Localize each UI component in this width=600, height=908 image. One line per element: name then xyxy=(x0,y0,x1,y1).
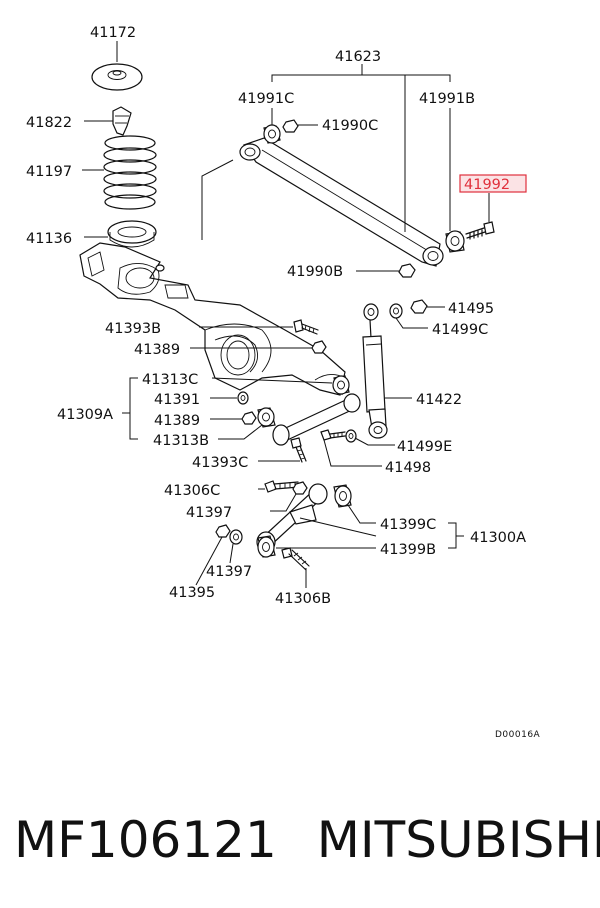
nut-41990c xyxy=(282,119,299,133)
label-41822[interactable]: 41822 xyxy=(26,115,72,131)
label-41395[interactable]: 41395 xyxy=(169,585,215,601)
spring-pad xyxy=(107,220,157,248)
drawing-code: D00016A xyxy=(495,730,541,740)
label-41313c[interactable]: 41313C xyxy=(142,372,198,388)
label-41991b[interactable]: 41991B xyxy=(419,91,475,107)
part-caption: MF106121 MITSUBISHI xyxy=(14,800,600,880)
label-41389-lower[interactable]: 41389 xyxy=(154,413,200,429)
bolt-41498 xyxy=(320,429,346,441)
label-41498[interactable]: 41498 xyxy=(385,460,431,476)
washer-41499c xyxy=(389,303,403,319)
bushing-41399c xyxy=(333,484,352,508)
parts-diagram: 41172 41822 41197 41136 41623 41991C 419… xyxy=(26,25,541,740)
label-41172[interactable]: 41172 xyxy=(90,25,136,41)
washer-41397-lower xyxy=(229,529,243,545)
highlight-box-41992 xyxy=(459,174,527,193)
label-41990b[interactable]: 41990B xyxy=(287,264,343,280)
bushing-41399b xyxy=(257,535,276,558)
bushing-41313c xyxy=(332,375,350,395)
label-41309a[interactable]: 41309A xyxy=(57,407,113,423)
label-41397-upper[interactable]: 41397 xyxy=(186,505,232,521)
bushing-41991b xyxy=(445,230,465,253)
bushing-41991c xyxy=(263,124,281,144)
bolt-41306b xyxy=(281,547,310,571)
label-41623[interactable]: 41623 xyxy=(335,49,381,65)
label-41313b[interactable]: 41313B xyxy=(153,433,209,449)
washer-41499e xyxy=(345,429,357,443)
label-41397-lower[interactable]: 41397 xyxy=(206,564,252,580)
label-41499e[interactable]: 41499E xyxy=(397,439,452,455)
spring-seat-upper xyxy=(91,63,143,91)
label-41393b[interactable]: 41393B xyxy=(105,321,161,337)
label-41197[interactable]: 41197 xyxy=(26,164,72,180)
bushing-41313b xyxy=(257,407,276,428)
label-41990c[interactable]: 41990C xyxy=(322,118,378,134)
label-41393c[interactable]: 41393C xyxy=(192,455,248,471)
label-41391[interactable]: 41391 xyxy=(154,392,200,408)
brand-name: MITSUBISHI xyxy=(316,811,600,869)
label-41992[interactable]: 41992 xyxy=(464,177,510,193)
label-41300a[interactable]: 41300A xyxy=(470,530,526,546)
label-41399b[interactable]: 41399B xyxy=(380,542,436,558)
label-41306b[interactable]: 41306B xyxy=(275,591,331,607)
nut-41389-upper xyxy=(311,340,327,354)
bolt-41992 xyxy=(465,221,495,240)
nut-41397-upper xyxy=(292,481,308,495)
part-number: MF106121 xyxy=(14,811,277,869)
nut-41389-lower xyxy=(241,411,257,425)
lateral-rod xyxy=(272,393,361,446)
rear-axle-housing xyxy=(79,242,346,396)
label-41306c[interactable]: 41306C xyxy=(164,483,220,499)
label-41495[interactable]: 41495 xyxy=(448,301,494,317)
shock-absorber xyxy=(362,303,388,439)
coil-spring xyxy=(103,135,157,210)
bolt-41393c xyxy=(290,437,307,463)
label-41136[interactable]: 41136 xyxy=(26,231,72,247)
label-41499c[interactable]: 41499C xyxy=(432,322,488,338)
nut-41495 xyxy=(410,299,428,314)
nut-41395 xyxy=(215,524,231,538)
label-41991c[interactable]: 41991C xyxy=(238,91,294,107)
nut-41990b xyxy=(398,263,416,278)
label-41399c[interactable]: 41399C xyxy=(380,517,436,533)
washer-41391 xyxy=(237,391,249,405)
bump-stopper xyxy=(112,106,132,136)
label-41422[interactable]: 41422 xyxy=(416,392,462,408)
label-41389-upper[interactable]: 41389 xyxy=(134,342,180,358)
upper-control-arm xyxy=(239,137,444,267)
bolt-41393b xyxy=(293,319,319,335)
